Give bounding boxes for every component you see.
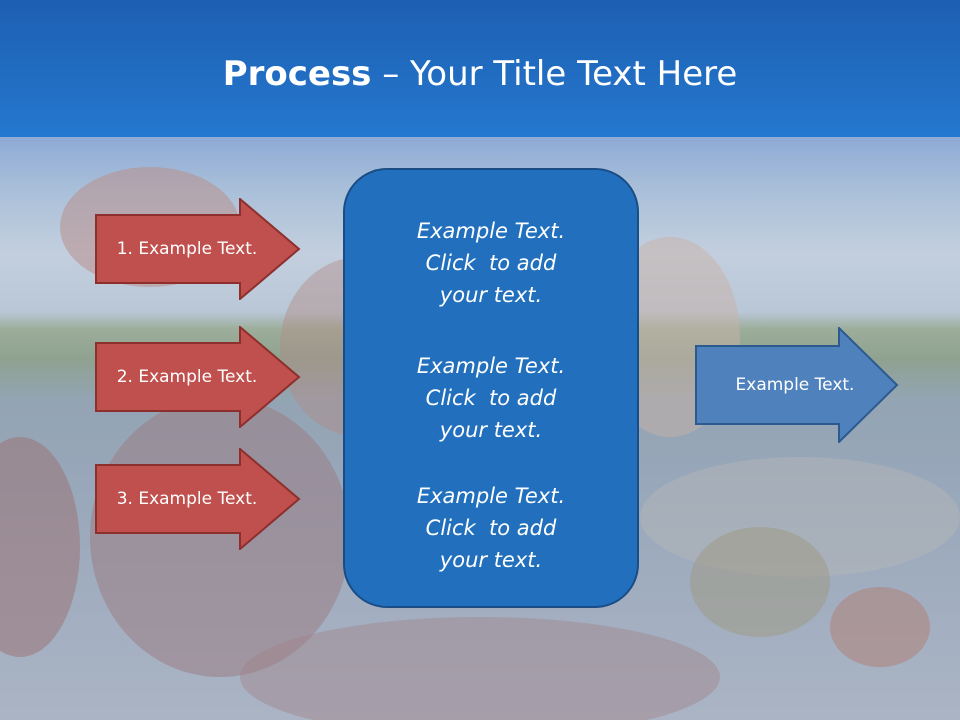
step-arrow-1[interactable]: 1. Example Text. [95,198,301,300]
step-arrow-3[interactable]: 3. Example Text. [95,448,301,550]
center-block-3-line-2: Click to add [425,516,557,540]
result-arrow[interactable]: Example Text. [695,327,899,443]
title-rest: – Your Title Text Here [371,54,738,94]
center-text-box[interactable]: Example Text. Click to add your text. Ex… [343,168,639,608]
title-bar [0,0,960,137]
center-block-1-line-1: Example Text. [416,219,566,243]
step-arrow-2[interactable]: 2. Example Text. [95,326,301,428]
center-block-2-line-1: Example Text. [416,354,566,378]
step-label-3: 3. Example Text. [116,489,258,509]
center-block-1-line-3: your text. [439,283,543,307]
result-label: Example Text. [735,375,855,395]
center-block-2-line-3: your text. [439,418,543,442]
center-block-1-line-2: Click to add [425,251,557,275]
center-block-3-line-1: Example Text. [416,484,566,508]
title-bold: Process [222,54,372,94]
step-label-2: 2. Example Text. [116,367,258,387]
center-block-1: Example Text. Click to add your text. [345,215,637,311]
step-label-1: 1. Example Text. [116,239,258,259]
center-block-2: Example Text. Click to add your text. [345,350,637,446]
center-block-2-line-2: Click to add [425,386,557,410]
center-block-3-line-3: your text. [439,548,543,572]
page-title[interactable]: Process – Your Title Text Here [0,52,960,96]
center-block-3: Example Text. Click to add your text. [345,480,637,576]
